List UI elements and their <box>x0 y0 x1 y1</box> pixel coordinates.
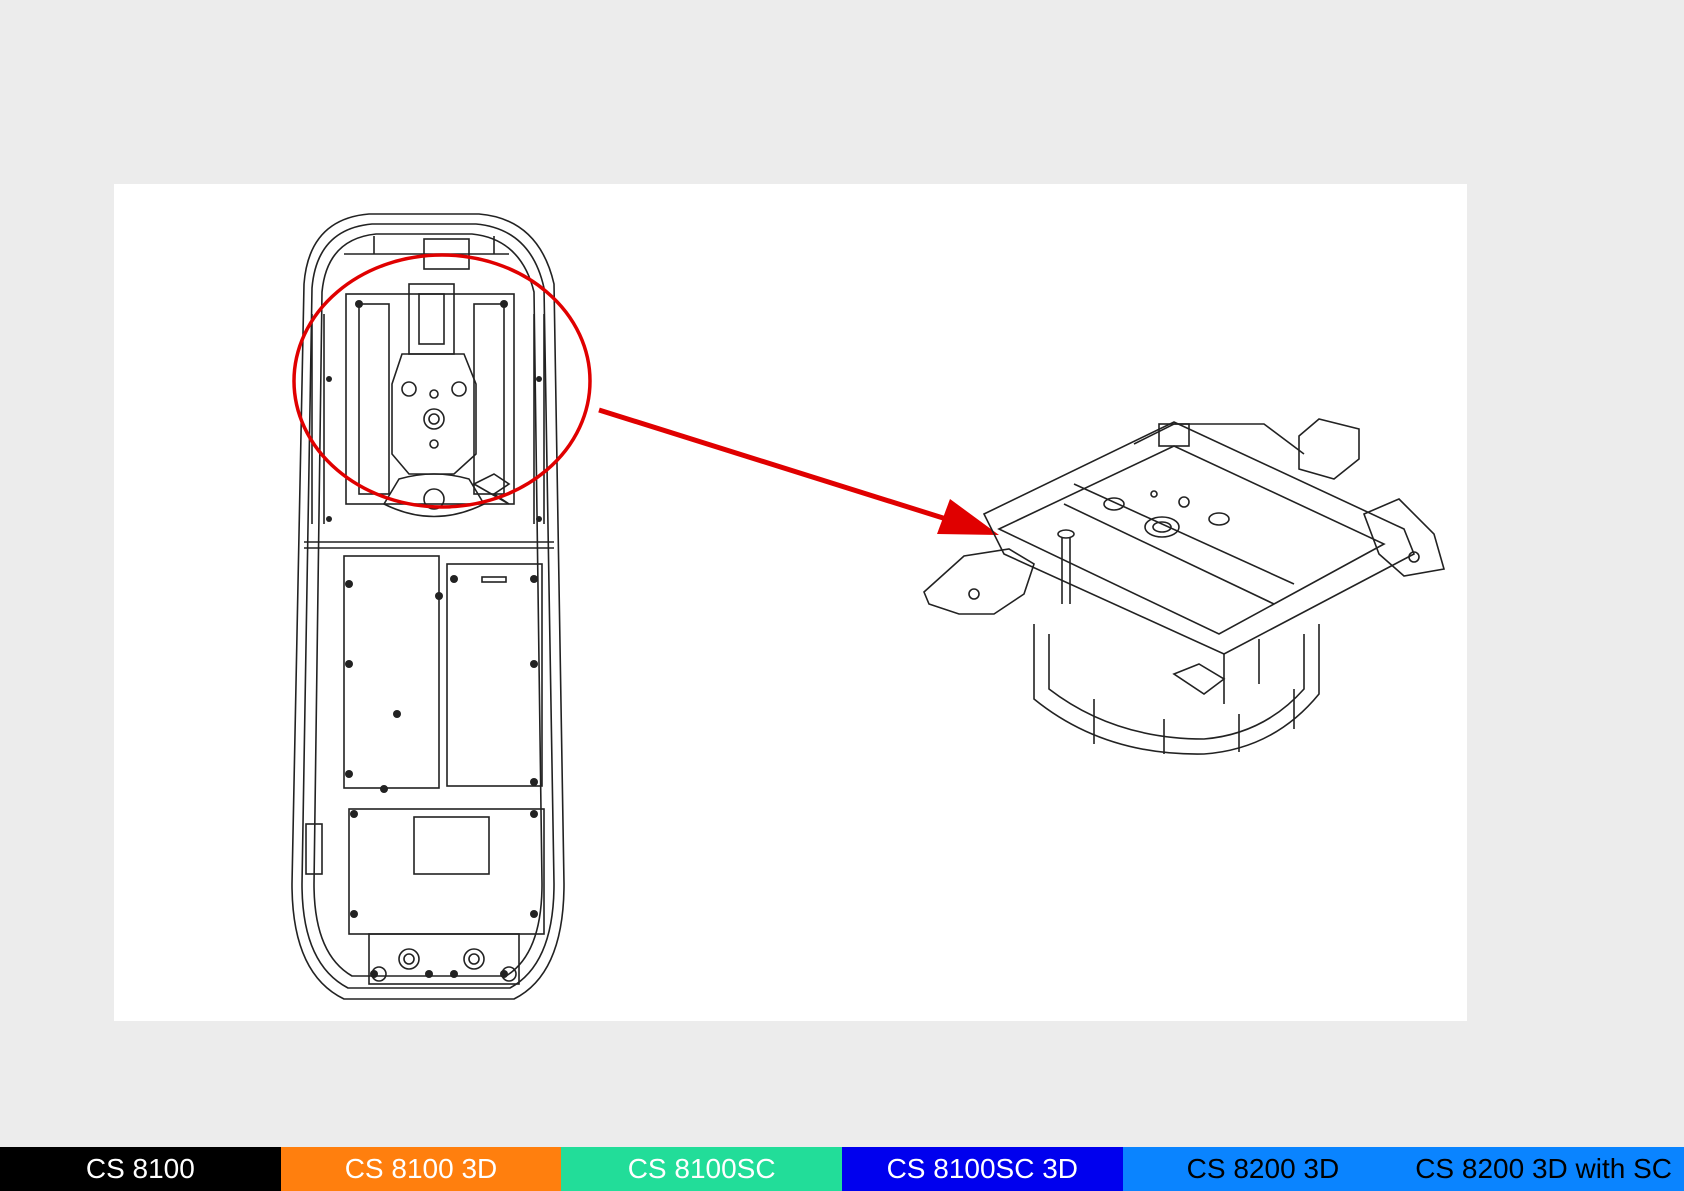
unit-drawing <box>292 214 564 999</box>
tab-cs-8100sc[interactable]: CS 8100SC <box>561 1147 842 1191</box>
figure-svg <box>114 184 1467 1021</box>
tab-cs-8100-3d[interactable]: CS 8100 3D <box>281 1147 562 1191</box>
tab-cs-8100sc-3d[interactable]: CS 8100SC 3D <box>842 1147 1123 1191</box>
tab-cs-8100[interactable]: CS 8100 <box>0 1147 281 1191</box>
pointer-arrow <box>599 410 999 535</box>
motor-assembly-drawing <box>924 419 1444 754</box>
tab-cs-8200-3d-with-sc[interactable]: CS 8200 3D with SC <box>1403 1147 1684 1191</box>
tab-cs-8200-3d[interactable]: CS 8200 3D <box>1123 1147 1404 1191</box>
figure-canvas <box>114 184 1467 1021</box>
